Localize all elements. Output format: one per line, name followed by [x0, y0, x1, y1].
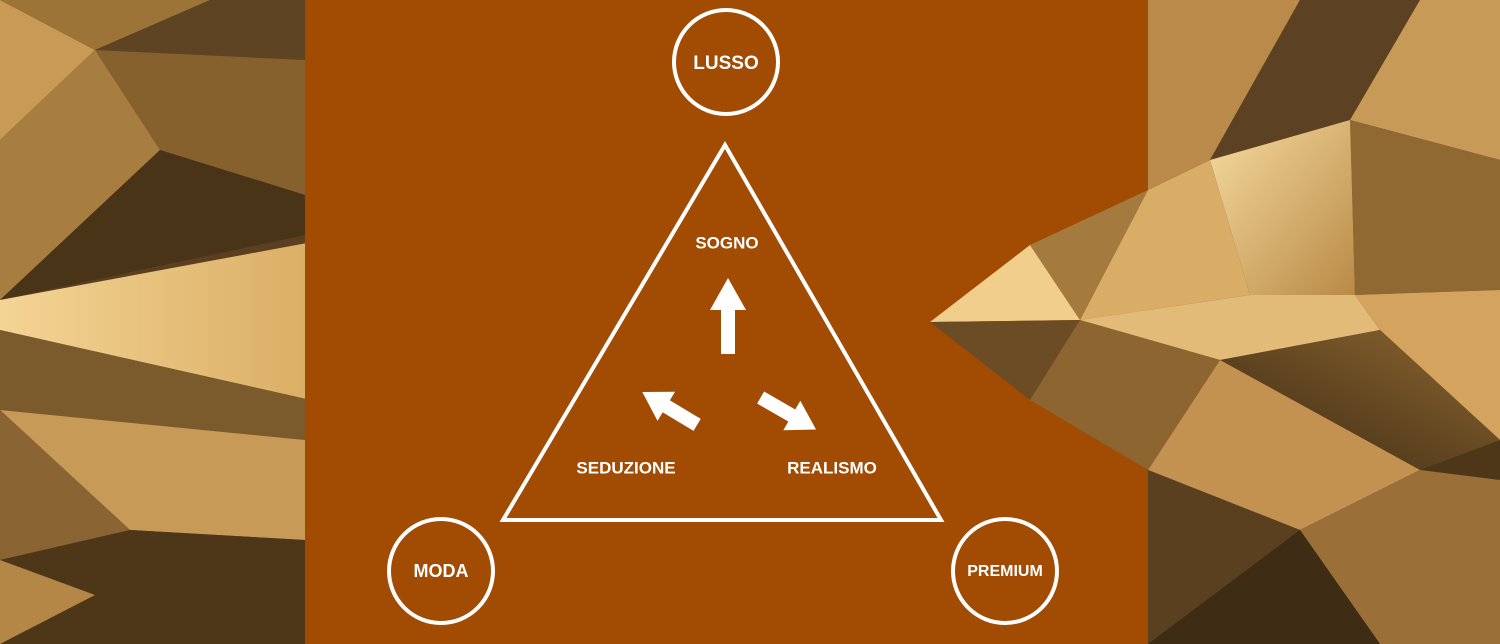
label-sogno: SOGNO [695, 233, 758, 252]
arrow-down-left [642, 391, 701, 431]
label-lusso: LUSSO [693, 53, 758, 74]
arrow-up [710, 278, 746, 354]
main-triangle [499, 141, 945, 522]
arrow-down-right [757, 391, 817, 431]
circle-premium: PREMIUM [951, 517, 1059, 625]
label-premium: PREMIUM [967, 563, 1043, 580]
label-seduzione: SEDUZIONE [576, 458, 675, 477]
circle-lusso: LUSSO [672, 8, 780, 116]
label-moda: MODA [414, 561, 469, 581]
circle-moda: MODA [387, 517, 495, 625]
right-gold-facets [930, 0, 1500, 644]
label-realismo: REALISMO [787, 458, 877, 477]
left-gold-facets [0, 0, 355, 644]
